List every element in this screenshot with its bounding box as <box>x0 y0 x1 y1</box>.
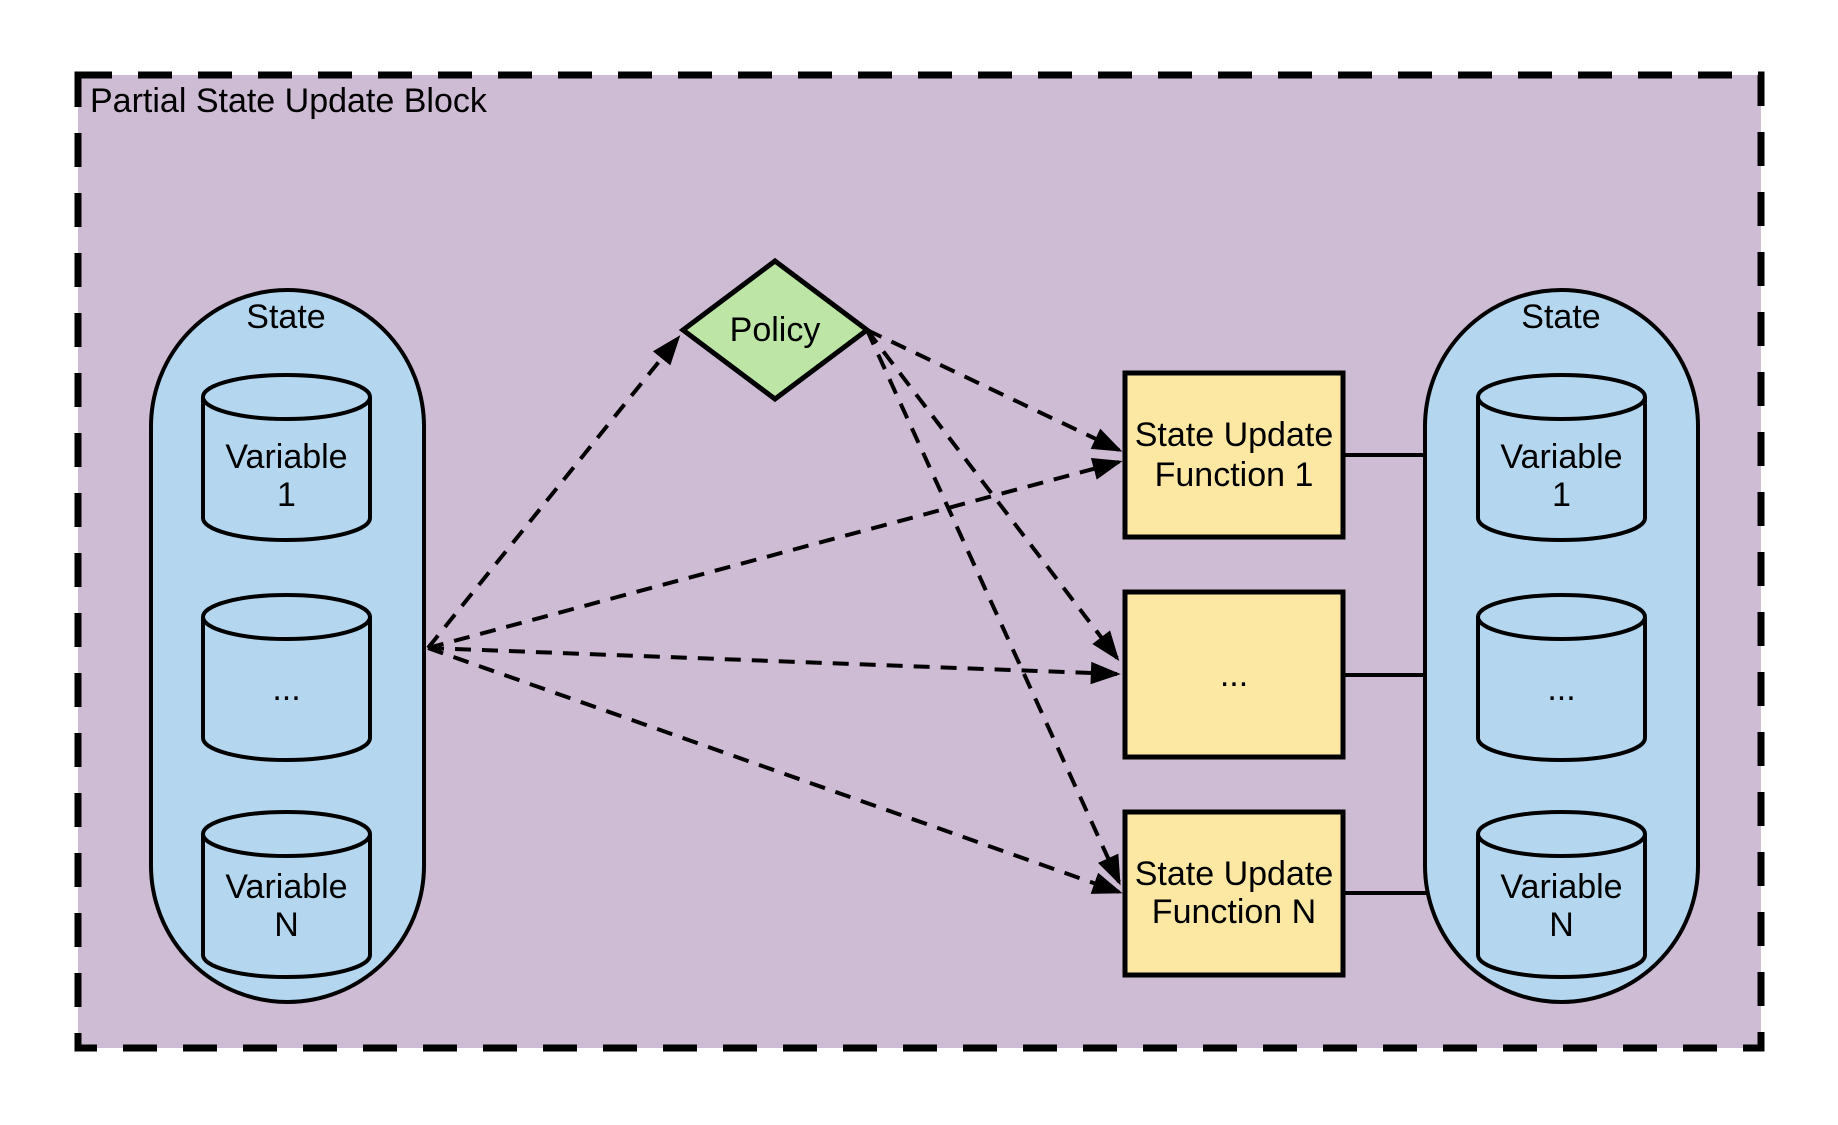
policy-diamond <box>678 257 872 403</box>
policy-node: Policy <box>678 257 872 403</box>
function-label-line2: Function N <box>1152 893 1316 931</box>
cylinder-label-line1: ... <box>1547 670 1575 708</box>
cylinder-top <box>201 373 372 421</box>
right-state: State Variable 1 ... Variable N <box>1423 288 1700 1004</box>
edge-state-to-function-n <box>427 646 1123 894</box>
block-title: Partial State Update Block <box>90 82 488 120</box>
cylinder-body <box>1476 617 1647 762</box>
edge-state-to-function-1 <box>427 457 1123 650</box>
right-cylinder-variable-1: Variable 1 <box>1476 373 1647 542</box>
cylinder-label-line2: N <box>1549 906 1574 944</box>
function-label-line1: State Update <box>1135 855 1333 893</box>
function-label-line1: State Update <box>1135 416 1333 454</box>
state-update-function-1: State Update Function 1 <box>1122 370 1346 540</box>
cylinder-body <box>1476 397 1647 542</box>
right-state-label: State <box>1521 298 1600 336</box>
policy-label: Policy <box>730 311 821 349</box>
function-box <box>1122 589 1346 760</box>
cylinder-label-line1: Variable <box>1500 868 1622 906</box>
cylinder-body <box>1476 834 1647 979</box>
state-update-function-n: State Update Function N <box>1122 809 1346 978</box>
cylinder-body <box>201 617 372 762</box>
edge-policy-to-function-ellipsis <box>865 328 1120 661</box>
cylinder-label-line2: 1 <box>277 476 296 514</box>
right-cylinder-ellipsis: ... <box>1476 593 1647 762</box>
cylinder-label-line1: ... <box>272 670 300 708</box>
edge-policy-to-function-n <box>865 329 1121 886</box>
function-box <box>1122 809 1346 978</box>
cylinder-top <box>1476 810 1647 858</box>
function-label-line2: Function 1 <box>1155 456 1314 494</box>
edge-policy-to-function-1 <box>866 328 1123 452</box>
left-state-label: State <box>246 298 325 336</box>
function-box <box>1122 370 1346 540</box>
left-cylinder-ellipsis: ... <box>201 593 372 762</box>
dashed-edges <box>426 328 1123 894</box>
cylinder-label-line1: Variable <box>225 868 347 906</box>
left-state: State Variable 1 ... Variable N <box>149 288 426 1004</box>
cylinder-label-line1: Variable <box>1500 438 1622 476</box>
left-cylinder-variable-1: Variable 1 <box>201 373 372 542</box>
left-cylinder-variable-n: Variable N <box>201 810 372 979</box>
cylinder-top <box>1476 593 1647 641</box>
edge-state-to-policy <box>426 335 681 650</box>
function-label-line1: ... <box>1220 656 1248 694</box>
cylinder-label-line2: 1 <box>1552 476 1571 514</box>
cylinder-label-line2: N <box>274 906 299 944</box>
cylinder-top <box>1476 373 1647 421</box>
cylinder-top <box>201 593 372 641</box>
cylinder-body <box>201 834 372 979</box>
state-update-function-ellipsis: ... <box>1122 589 1346 760</box>
right-cylinder-variable-n: Variable N <box>1476 810 1647 979</box>
cylinder-top <box>201 810 372 858</box>
cylinder-label-line1: Variable <box>225 438 347 476</box>
edge-state-to-function-ellipsis <box>427 646 1121 685</box>
cylinder-body <box>201 397 372 542</box>
